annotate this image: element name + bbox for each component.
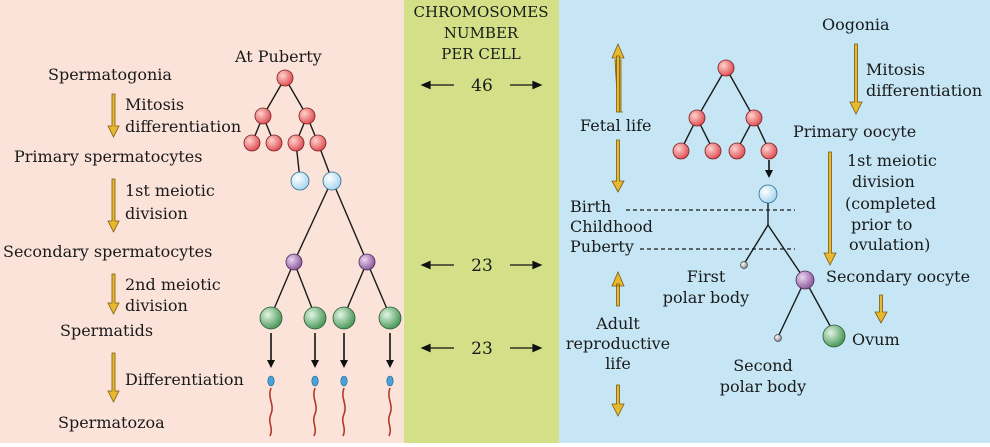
cell-oogonium [672,142,690,160]
arrow-fetal-down [611,139,625,193]
second-polar-line2: polar body [720,377,806,396]
step-meiosis2-line2-left: division [125,296,188,315]
cell-primary-oocyte [758,184,778,204]
cell-primary-spermatocyte [290,171,310,191]
step-meiosis2-line1-left: 2nd meiotic [125,275,221,294]
cell-oogonium [717,59,735,77]
cell-spermatogonium [309,134,327,152]
cell-secondary-oocyte [795,270,815,290]
cell-spermatogonium [298,107,316,125]
step-meiosis-line3-right: (completed [845,194,936,213]
stage-spermatogonia: Spermatogonia [48,65,172,84]
timeline-dashes [626,209,795,250]
chromosome-count-arrows [420,80,543,353]
step-mitosis-line2-left: differentiation [125,117,241,136]
step-meiosis-line4-right: prior to [851,215,912,234]
primary-spermatocyte-cells [290,171,342,191]
step-mitosis-line1-left: Mitosis [125,95,184,114]
cell-oogonium [760,142,778,160]
stage-secondary-oocyte: Secondary oocyte [826,267,970,286]
chromosome-count-haploid-2: 23 [471,339,493,359]
cell-spermatogonium [287,134,305,152]
step-meiosis1-line1-left: 1st meiotic [125,181,215,200]
chromosome-header-line2: NUMBER [444,24,519,42]
cell-spermatogonium [254,107,272,125]
cell-oogonium [728,142,746,160]
label-adult-line3: life [605,354,631,373]
secondary-spermatocyte-cells [285,253,376,271]
left-step-arrows [107,93,120,403]
left-panel-bg [0,0,404,443]
first-polar-line1: First [687,267,726,286]
chromosome-count-haploid-1: 23 [471,256,493,276]
arrow-adult-down [611,384,625,417]
arrow-meiosis2-left [107,273,120,315]
arrow-meiosis-right [823,151,837,266]
step-meiosis-line5-right: ovulation) [849,235,930,254]
cell-spermatid [259,306,283,330]
spermatozoon [311,375,319,437]
cell-spermatid [332,306,356,330]
spermatozoon [340,375,348,437]
cell-oogonium [688,109,706,127]
oogonia-cells [672,59,778,160]
cell-spermatid [303,306,327,330]
label-adult-line2: reproductive [566,334,670,353]
cell-spermatogonium [243,134,261,152]
arrow-to-ovum [874,294,888,324]
cell-spermatid [378,306,402,330]
spermatogonia-cells [243,69,327,152]
stage-primary-oocyte: Primary oocyte [793,122,916,141]
chromosome-header-line3: PER CELL [441,45,520,63]
middle-panel-bg [404,0,559,443]
second-polar-line1: Second [733,356,793,375]
label-birth: Birth [570,197,611,216]
right-panel-bg [559,0,990,443]
label-puberty: Puberty [570,237,634,256]
step-mitosis-line1-right: Mitosis [866,60,925,79]
spermatid-arrows [267,333,394,368]
arrow-differentiation-left [107,352,120,403]
step-meiosis-line1-right: 1st meiotic [847,151,937,170]
chromosome-header-line1: CHROMOSOMES [414,3,549,21]
arrow-adult-up [611,270,625,307]
label-adult-line1: Adult [595,314,640,333]
first-polar-line2: polar body [663,288,749,307]
cell-ovum [822,324,846,348]
step-mitosis-line2-right: differentiation [866,81,982,100]
stage-secondary-spermatocytes: Secondary spermatocytes [3,242,212,261]
step-meiosis1-line2-left: division [125,204,188,223]
stage-spermatozoa: Spermatozoa [58,413,165,432]
label-fetal-life: Fetal life [580,116,652,135]
label-childhood: Childhood [570,217,653,236]
stage-oogonia: Oogonia [822,15,890,34]
cell-primary-spermatocyte [322,171,342,191]
spermatozoa [267,375,394,437]
arrow-meiosis1-left [107,178,120,233]
cell-secondary-spermatocyte [285,253,303,271]
stage-spermatids: Spermatids [60,321,153,340]
cell-oogonium [745,109,763,127]
arrow-mitosis-left [107,93,120,138]
cell-secondary-spermatocyte [358,253,376,271]
timeline-arrows [611,42,888,417]
stage-ovum: Ovum [852,330,900,349]
arrow-mitosis-right [849,43,863,115]
arrow-fetal-up-shaft [616,55,620,113]
step-differentiation-left: Differentiation [125,370,244,389]
chromosome-count-diploid: 46 [471,76,493,96]
cell-second-polar-body [774,334,782,342]
cell-first-polar-body [740,261,748,269]
stage-primary-spermatocytes: Primary spermatocytes [14,147,202,166]
puberty-label: At Puberty [234,47,322,66]
cell-spermatogonium [265,134,283,152]
spermatozoon [386,375,394,437]
spermatozoon [267,375,275,437]
step-meiosis-line2-right: division [852,172,915,191]
cell-oogonium [704,142,722,160]
cell-spermatogonium [276,69,294,87]
spermatid-cells [259,306,402,330]
